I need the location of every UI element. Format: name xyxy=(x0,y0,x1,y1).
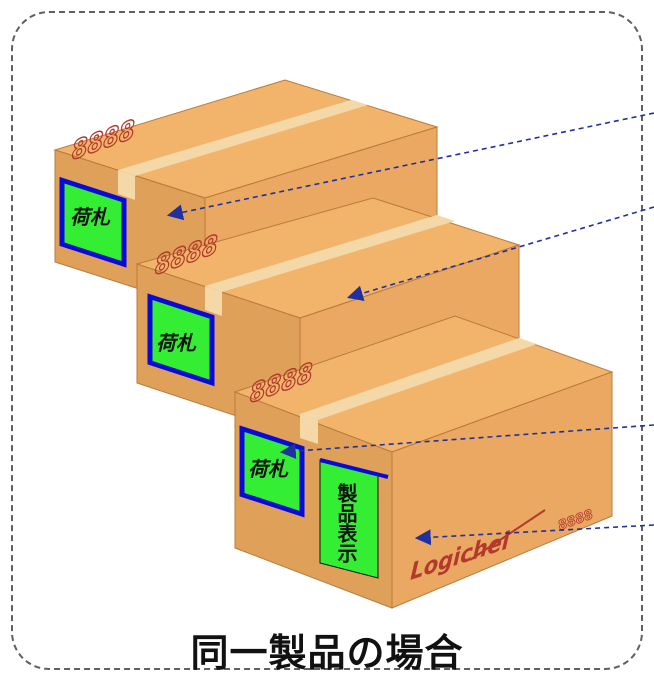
box-3-tag-label: 荷札 xyxy=(248,457,289,481)
box-1-tape xyxy=(118,100,368,176)
box-2-shipping-tag xyxy=(147,293,215,387)
arrow-to-side-3 xyxy=(414,524,654,546)
box-2-tape xyxy=(205,215,455,292)
box-3: 8888 荷札 製品表示 8888 Logichel xyxy=(233,315,614,609)
box-2-tape-front xyxy=(205,286,222,316)
box-1-tag-label: 荷札 xyxy=(70,205,111,229)
arrow-to-tag-1 xyxy=(166,112,654,221)
arrow-to-side-2 xyxy=(346,206,654,302)
box-3-label-stripe xyxy=(319,458,389,479)
caption: 同一製品の場合 xyxy=(190,631,464,675)
box-1-shipping-tag xyxy=(59,176,127,268)
leader-arrows xyxy=(166,112,654,546)
dashed-frame xyxy=(11,11,643,670)
box-3-side xyxy=(391,371,613,609)
box-3-brand-swoosh xyxy=(469,509,546,561)
box-3-label-text: 製品表示 xyxy=(334,482,358,563)
box-2-tag-label: 荷札 xyxy=(156,331,197,355)
box-1-tape-front xyxy=(118,170,135,200)
box-3-tape xyxy=(300,338,537,420)
arrow-to-tag-3 xyxy=(279,424,654,460)
box-3-tape-front xyxy=(300,414,318,444)
